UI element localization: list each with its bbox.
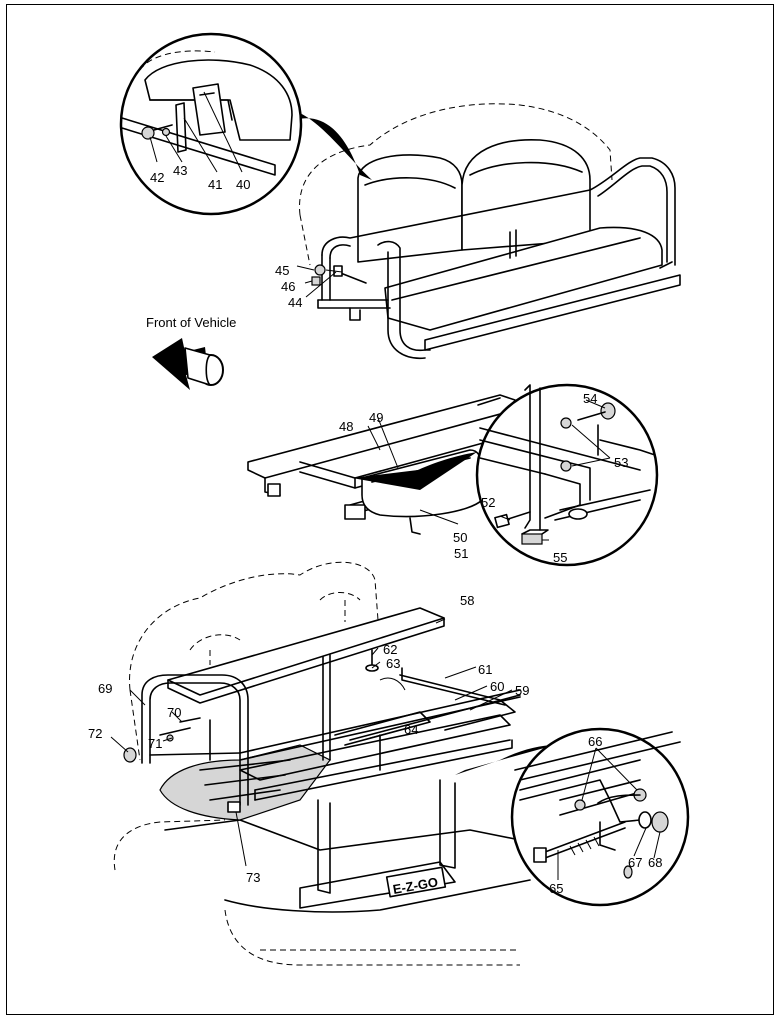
callout-49: 49 (369, 410, 383, 425)
hardware-55-nut (521, 533, 543, 545)
detail-circle-bottom (510, 727, 690, 907)
callout-labels: 42 43 41 40 45 46 44 48 49 50 51 52 53 5… (88, 163, 662, 896)
detail-circle-middle (475, 383, 659, 567)
callout-51: 51 (454, 546, 468, 561)
license-plate (385, 866, 447, 898)
callout-62: 62 (383, 642, 397, 657)
callout-63: 63 (386, 656, 400, 671)
callout-52: 52 (481, 495, 495, 510)
callout-71: 71 (148, 736, 162, 751)
callout-64: 64 (404, 722, 418, 737)
callout-54: 54 (583, 391, 597, 406)
leader-lines (110, 91, 661, 880)
callout-70: 70 (167, 705, 181, 720)
callout-61: 61 (478, 662, 492, 677)
callout-68: 68 (648, 855, 662, 870)
callout-60: 60 (490, 679, 504, 694)
detail-circle-top (119, 32, 372, 216)
hardware-45-nut (314, 264, 326, 276)
callout-66: 66 (588, 734, 602, 749)
hardware-46-washer (311, 276, 321, 286)
page-border (6, 4, 774, 1015)
front-of-vehicle-arrow (152, 338, 224, 390)
callout-44: 44 (288, 295, 302, 310)
callout-46: 46 (281, 279, 295, 294)
callout-42: 42 (150, 170, 164, 185)
callout-69: 69 (98, 681, 112, 696)
hardware-73-bumper (227, 801, 241, 813)
callout-45: 45 (275, 263, 289, 278)
callout-67: 67 (628, 855, 642, 870)
callout-55: 55 (553, 550, 567, 565)
callout-65: 65 (549, 881, 563, 896)
callout-50: 50 (453, 530, 467, 545)
callout-73: 73 (246, 870, 260, 885)
callout-59: 59 (515, 683, 529, 698)
detail-pointer-top (295, 112, 372, 180)
front-of-vehicle-caption: Front of Vehicle (146, 315, 236, 330)
callout-41: 41 (208, 177, 222, 192)
callout-40: 40 (236, 177, 250, 192)
callout-72: 72 (88, 726, 102, 741)
callout-58: 58 (460, 593, 474, 608)
callout-48: 48 (339, 419, 353, 434)
rear-body-and-flip-seat: E-Z-GO (113, 561, 555, 966)
rear-seat-assembly (299, 103, 681, 359)
callout-53: 53 (614, 455, 628, 470)
callout-43: 43 (173, 163, 187, 178)
